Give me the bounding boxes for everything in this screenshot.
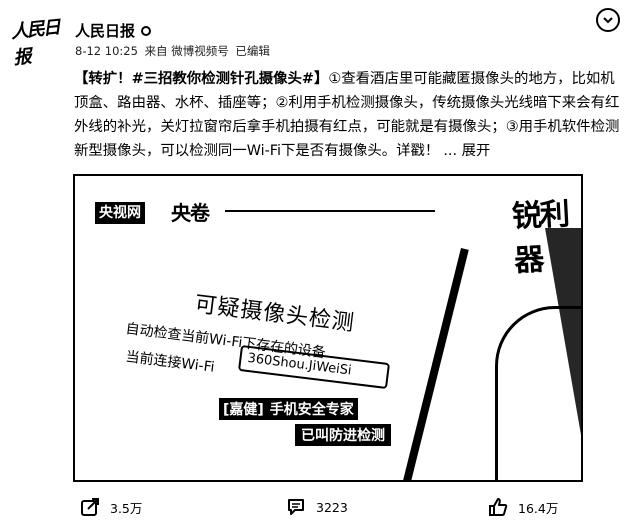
program-name: 央卷	[171, 201, 210, 225]
like-count: 16.4万	[518, 500, 559, 516]
comment-button[interactable]: 3223	[286, 492, 348, 522]
phone-edge	[400, 248, 469, 480]
share-button[interactable]: 3.5万	[80, 492, 142, 522]
author-row: 人民日报	[75, 20, 152, 41]
more-options-button[interactable]	[596, 8, 620, 32]
share-icon	[81, 498, 99, 516]
like-button[interactable]: 16.4万	[488, 492, 558, 522]
author-name[interactable]: 人民日报	[75, 22, 136, 40]
avatar[interactable]: 人民日报	[9, 17, 60, 69]
post-meta: 8-12 10:25 来自 微博视频号 已编辑	[75, 43, 273, 59]
guest-tag: [嘉健]	[223, 402, 264, 418]
guest-caption: [嘉健] 手机安全专家	[219, 398, 358, 420]
action-bar: 3.5万 3223 16.4万	[0, 492, 640, 522]
phone-curve	[495, 306, 581, 480]
screen-line: 当前连接Wi-Fi	[124, 348, 216, 376]
thumbs-up-icon	[489, 498, 508, 516]
post-source[interactable]: 来自 微博视频号	[144, 44, 229, 58]
video-thumbnail[interactable]: 央视网 央卷 锐利器 可疑摄像头检测 自动检查当前Wi-Fi下存在的设备 当前连…	[73, 174, 583, 482]
verified-icon	[141, 25, 152, 36]
post-body: ①查看酒店里可能藏匿摄像头的地方，比如机顶盒、路由器、水杯、插座等；②利用手机检…	[74, 71, 620, 159]
post-topic[interactable]: 【转扩！#三招教你检测针孔摄像头#】	[74, 71, 329, 87]
subtitle-caption: 已叫防进检测	[295, 424, 391, 446]
post-edited: 已编辑	[235, 44, 270, 58]
comment-count: 3223	[316, 499, 348, 515]
guest-title: 手机安全专家	[269, 402, 354, 418]
post-date: 8-12 10:25	[75, 44, 138, 58]
chevron-down-icon	[603, 17, 613, 24]
divider-line	[225, 210, 435, 212]
comment-icon	[288, 499, 304, 515]
expand-link[interactable]: ... 展开	[443, 143, 491, 159]
post-text: 【转扩！#三招教你检测针孔摄像头#】①查看酒店里可能藏匿摄像头的地方，比如机顶盒…	[74, 67, 622, 163]
channel-logo: 央视网	[95, 202, 145, 224]
share-count: 3.5万	[110, 500, 143, 516]
